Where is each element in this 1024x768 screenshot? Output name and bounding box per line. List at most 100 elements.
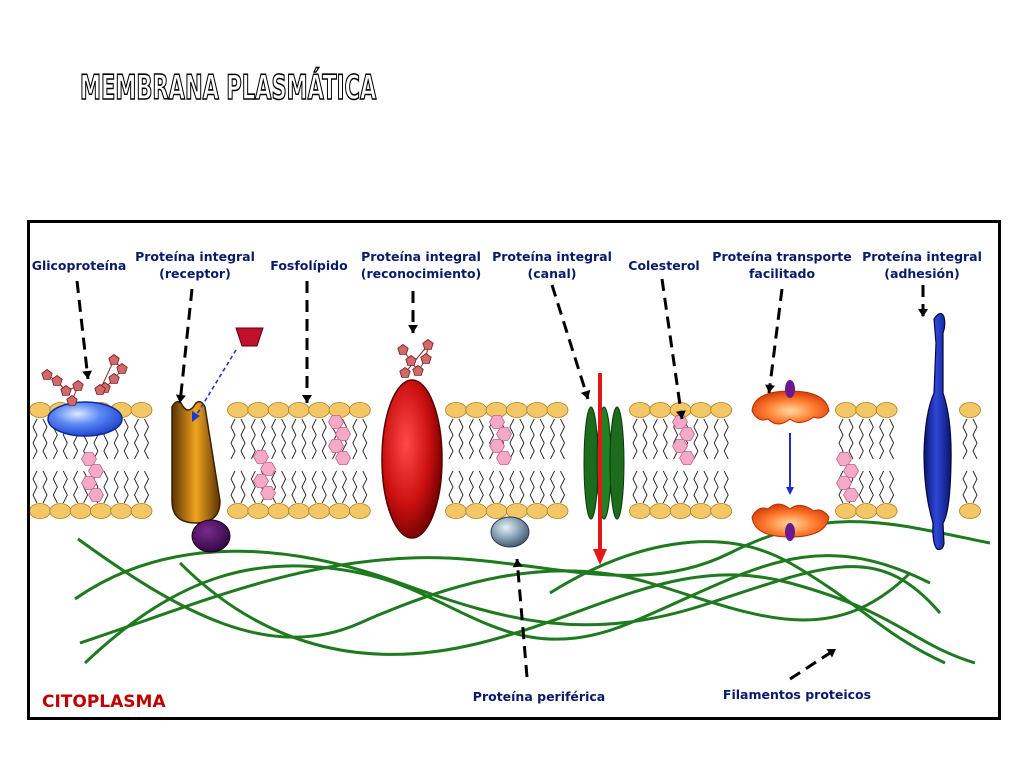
receptor-protein bbox=[171, 327, 264, 553]
protein-filament bbox=[79, 520, 991, 645]
labels: Glicoproteína Proteína integral (recepto… bbox=[32, 249, 982, 712]
phospholipid-head bbox=[30, 503, 51, 519]
phospholipid-head bbox=[690, 503, 712, 519]
label-receptor-2: (receptor) bbox=[159, 266, 231, 281]
pointer-arrow bbox=[408, 291, 418, 333]
sugar-chain bbox=[41, 369, 84, 406]
pointer-arrow bbox=[512, 558, 529, 678]
page-title: MEMBRANA PLASMÁTICA bbox=[80, 67, 377, 109]
label-glicoproteina: Glicoproteína bbox=[32, 258, 127, 273]
sugar-chain bbox=[94, 354, 128, 395]
recognition-protein bbox=[381, 379, 443, 539]
phospholipid-head bbox=[629, 503, 651, 519]
sugar-chains bbox=[41, 339, 434, 406]
phospholipid-head bbox=[287, 402, 310, 418]
phospholipid-head bbox=[526, 402, 549, 418]
sugar-chain bbox=[397, 339, 434, 378]
phospholipid-head bbox=[875, 402, 898, 418]
label-canal-1: Proteína integral bbox=[492, 249, 612, 264]
phospholipid-head bbox=[875, 503, 898, 519]
phospholipid-head bbox=[130, 503, 153, 519]
label-fosfolipido: Fosfolípido bbox=[270, 258, 348, 273]
glycoprotein bbox=[47, 401, 123, 437]
label-transporte-2: facilitado bbox=[749, 266, 815, 281]
phospholipid-head bbox=[629, 402, 651, 418]
phospholipid-head bbox=[526, 503, 549, 519]
protein-filament bbox=[77, 537, 912, 639]
diagram-frame: Glicoproteína Proteína integral (recepto… bbox=[27, 220, 1001, 720]
label-transporte-1: Proteína transporte bbox=[712, 249, 851, 264]
cholesterol-molecule bbox=[836, 452, 859, 502]
protein-filament bbox=[178, 561, 976, 665]
phospholipid-head bbox=[287, 503, 310, 519]
cholesterol-molecule bbox=[672, 415, 695, 465]
phospholipid-head bbox=[546, 402, 569, 418]
phospholipid-head bbox=[227, 503, 249, 519]
label-canal-2: (canal) bbox=[528, 266, 577, 281]
phospholipid-head bbox=[690, 402, 712, 418]
phospholipid-head bbox=[710, 402, 733, 418]
label-adhesion-1: Proteína integral bbox=[862, 249, 982, 264]
phospholipid-head bbox=[465, 503, 488, 519]
label-receptor-1: Proteína integral bbox=[135, 249, 255, 264]
phospholipid-head bbox=[227, 402, 249, 418]
phospholipid-head bbox=[49, 503, 72, 519]
phospholipid-head bbox=[110, 503, 133, 519]
pointer-arrow bbox=[660, 278, 686, 420]
phospholipid-head bbox=[30, 402, 51, 418]
channel-protein bbox=[583, 373, 625, 565]
phospholipid-head bbox=[959, 402, 981, 418]
phospholipid-head bbox=[649, 503, 672, 519]
cholesterol-group bbox=[81, 415, 859, 502]
cholesterol-molecule bbox=[253, 450, 276, 500]
phospholipid-head bbox=[247, 402, 270, 418]
phospholipid-head bbox=[855, 503, 878, 519]
phospholipid-head bbox=[710, 503, 733, 519]
phospholipid-head bbox=[247, 503, 270, 519]
phospholipid-head bbox=[69, 503, 92, 519]
membrane-diagram: Glicoproteína Proteína integral (recepto… bbox=[30, 249, 991, 712]
pointer-arrow bbox=[550, 284, 591, 400]
phospholipid-bilayer bbox=[30, 402, 981, 519]
phospholipid-head bbox=[445, 503, 467, 519]
phospholipid-head bbox=[546, 503, 569, 519]
phospholipid-head bbox=[669, 503, 692, 519]
phospholipid-head bbox=[855, 402, 878, 418]
phospholipid-head bbox=[348, 402, 371, 418]
label-adhesion-2: (adhesión) bbox=[884, 266, 959, 281]
pointer-arrow bbox=[175, 288, 194, 404]
transport-protein bbox=[751, 380, 830, 541]
cholesterol-molecule bbox=[489, 415, 512, 465]
protein-filament bbox=[83, 554, 931, 665]
phospholipid-head bbox=[130, 402, 153, 418]
phospholipid-head bbox=[267, 402, 290, 418]
phospholipid-head bbox=[308, 503, 331, 519]
phospholipid-head bbox=[959, 503, 981, 519]
peripheral-protein bbox=[490, 516, 530, 548]
phospholipid-head bbox=[328, 503, 351, 519]
phospholipid-head bbox=[835, 503, 857, 519]
phospholipid-head bbox=[485, 503, 508, 519]
protein-filament bbox=[74, 549, 942, 627]
label-pointers bbox=[75, 278, 928, 681]
adhesion-protein bbox=[923, 312, 952, 550]
pointer-arrow bbox=[302, 281, 312, 403]
phospholipid-head bbox=[505, 402, 528, 418]
label-periferica: Proteína periférica bbox=[473, 689, 605, 704]
label-reconocimiento-1: Proteína integral bbox=[361, 249, 481, 264]
label-reconocimiento-2: (reconocimiento) bbox=[361, 266, 482, 281]
phospholipid-head bbox=[835, 402, 857, 418]
phospholipid-head bbox=[505, 503, 528, 519]
phospholipid-head bbox=[348, 503, 371, 519]
cholesterol-molecule bbox=[81, 452, 104, 502]
phospholipid-head bbox=[90, 503, 112, 519]
pointer-arrow bbox=[765, 288, 784, 394]
pointer-arrow bbox=[789, 647, 837, 681]
phospholipid-head bbox=[445, 402, 467, 418]
pointer-arrow bbox=[918, 285, 928, 317]
label-filamentos: Filamentos proteicos bbox=[723, 687, 871, 702]
phospholipid-head bbox=[465, 402, 488, 418]
protein-filaments bbox=[74, 520, 991, 665]
phospholipid-head bbox=[308, 402, 331, 418]
pointer-arrow bbox=[75, 280, 93, 380]
